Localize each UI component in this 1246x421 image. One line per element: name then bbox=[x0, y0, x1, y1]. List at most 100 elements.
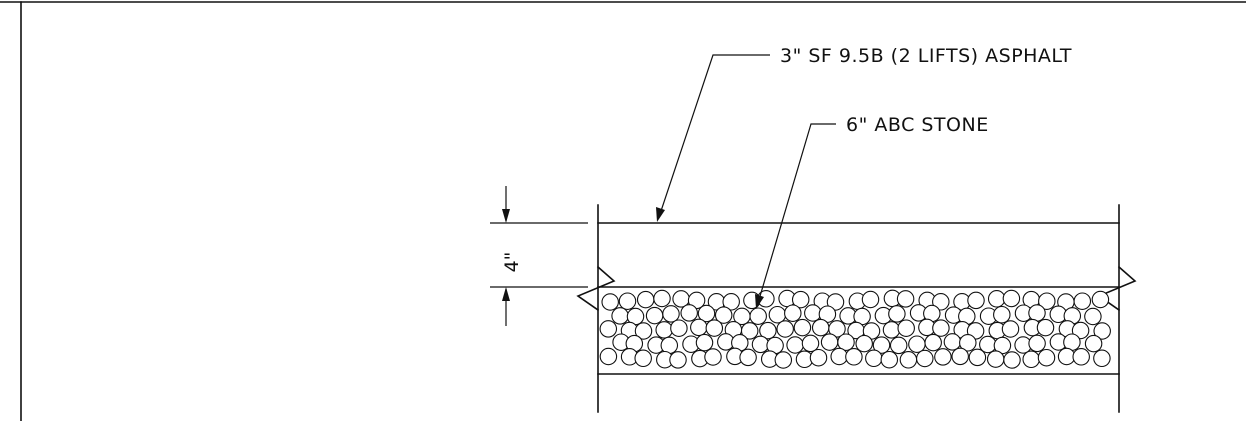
stone-circle bbox=[837, 333, 855, 351]
stone-circle bbox=[861, 290, 880, 309]
stone-circle bbox=[986, 350, 1005, 368]
stone-circle bbox=[1036, 318, 1055, 337]
stone-circle bbox=[828, 320, 846, 338]
stone-circle bbox=[993, 305, 1011, 324]
stone-circle bbox=[899, 351, 918, 369]
stone-circle bbox=[680, 304, 698, 322]
stone-circle bbox=[1002, 289, 1021, 308]
stone-circle bbox=[1084, 307, 1102, 326]
stone-circle bbox=[943, 333, 962, 351]
stone-circle bbox=[636, 290, 655, 309]
stone-circle bbox=[793, 318, 812, 337]
asphalt-callout-label: 3" SF 9.5B (2 LIFTS) ASPHALT bbox=[780, 45, 1072, 67]
stone-circle bbox=[845, 348, 863, 366]
stone-circle bbox=[865, 349, 883, 368]
stone-callout-label: 6" ABC STONE bbox=[846, 114, 989, 136]
stone-circle bbox=[932, 319, 950, 337]
stone-aggregate-hatch bbox=[599, 289, 1111, 369]
stone-circle bbox=[804, 304, 822, 322]
stone-circle bbox=[634, 322, 653, 340]
stone-circle bbox=[880, 350, 899, 369]
stone-circle bbox=[897, 319, 915, 337]
dim-arrow-bottom-head bbox=[502, 287, 510, 301]
stone-circle bbox=[916, 349, 934, 368]
stone-circle bbox=[872, 336, 891, 354]
stone-circle bbox=[924, 333, 942, 352]
stone-circle bbox=[653, 289, 671, 308]
stone-circle bbox=[634, 349, 652, 368]
stone-circle bbox=[932, 293, 950, 311]
stone-circle bbox=[1028, 334, 1046, 353]
stone-circle bbox=[786, 336, 804, 354]
stone-circle bbox=[695, 333, 714, 352]
asphalt-callout: 3" SF 9.5B (2 LIFTS) ASPHALT bbox=[656, 45, 1072, 222]
stone-circle bbox=[759, 321, 777, 340]
stone-circle bbox=[601, 293, 619, 311]
stone-circle bbox=[704, 348, 722, 366]
stone-leader-line bbox=[757, 123, 836, 304]
stone-circle bbox=[1093, 322, 1111, 340]
stone-circle bbox=[655, 321, 673, 339]
stone-circle bbox=[739, 348, 757, 367]
dim-arrow-top-head bbox=[502, 209, 510, 223]
stone-circle bbox=[801, 334, 820, 353]
stone-circle bbox=[830, 347, 848, 366]
stone-circle bbox=[611, 307, 629, 325]
stone-circle bbox=[855, 334, 873, 353]
stone-circle bbox=[791, 290, 810, 309]
stone-circle bbox=[1001, 320, 1020, 338]
asphalt-leader-arrowhead bbox=[656, 207, 665, 222]
stone-callout: 6" ABC STONE bbox=[755, 114, 989, 309]
stone-circle bbox=[987, 290, 1006, 308]
stone-circle bbox=[599, 320, 618, 338]
stone-circle bbox=[908, 335, 926, 353]
stone-circle bbox=[774, 351, 793, 369]
stone-circle bbox=[889, 336, 908, 355]
stone-circle bbox=[722, 293, 740, 311]
stone-circle bbox=[1003, 351, 1021, 369]
stone-circle bbox=[811, 318, 830, 337]
stone-circle bbox=[784, 304, 802, 322]
stone-circle bbox=[599, 347, 618, 366]
left-break-symbol bbox=[576, 265, 616, 312]
stone-circle bbox=[826, 293, 845, 311]
stone-circle bbox=[820, 333, 839, 351]
thickness-dimension: 4" bbox=[490, 186, 588, 326]
stone-circle bbox=[645, 306, 664, 325]
stone-circle bbox=[714, 306, 733, 324]
stone-circle bbox=[934, 348, 952, 366]
stone-leader-arrowhead bbox=[755, 294, 764, 309]
stone-circle bbox=[968, 348, 987, 367]
stone-circle bbox=[749, 307, 767, 325]
stone-circle bbox=[882, 321, 901, 339]
stone-circle bbox=[740, 322, 759, 340]
stone-circle bbox=[662, 305, 680, 323]
stone-circle bbox=[1037, 348, 1056, 367]
stone-circle bbox=[1091, 290, 1110, 309]
stone-circle bbox=[669, 351, 687, 369]
stone-circle bbox=[1072, 348, 1090, 366]
stone-circle bbox=[809, 348, 828, 367]
stone-circle bbox=[690, 318, 708, 337]
right-break-symbol bbox=[1097, 265, 1137, 312]
stone-circle bbox=[776, 320, 794, 338]
stone-circle bbox=[1084, 334, 1103, 353]
stone-circle bbox=[896, 290, 915, 308]
stone-circle bbox=[751, 335, 770, 354]
stone-circle bbox=[768, 305, 787, 324]
stone-circle bbox=[670, 319, 688, 337]
stone-circle bbox=[1073, 292, 1092, 310]
asphalt-leader-line bbox=[658, 54, 770, 218]
stone-circle bbox=[697, 304, 716, 323]
stone-circle bbox=[967, 291, 985, 310]
stone-circle bbox=[1057, 347, 1076, 366]
stone-circle bbox=[1022, 350, 1040, 369]
stone-circle bbox=[1071, 321, 1090, 340]
dim-thickness-label: 4" bbox=[501, 252, 523, 273]
stone-circle bbox=[705, 319, 724, 337]
stone-circle bbox=[1093, 349, 1111, 368]
stone-circle bbox=[959, 334, 977, 352]
stone-circle bbox=[951, 347, 969, 366]
stone-circle bbox=[618, 292, 637, 310]
